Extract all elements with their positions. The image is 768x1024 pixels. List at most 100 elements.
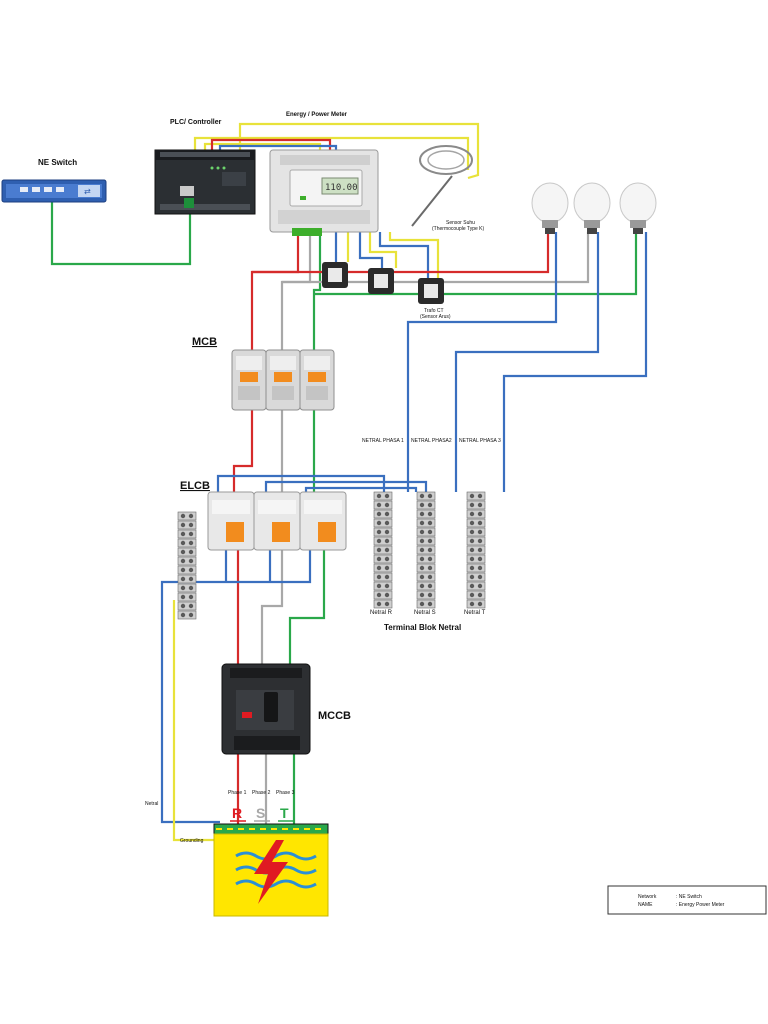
terminal-screw: [376, 592, 382, 598]
terminal-slot: [416, 563, 436, 573]
terminal-screw: [188, 558, 194, 564]
terminal-screw: [477, 538, 483, 544]
terminal-slot: [416, 491, 436, 501]
terminal-slot: [373, 563, 393, 573]
terminal-slot: [466, 518, 486, 528]
terminal-screw: [469, 547, 475, 553]
netral-phasa-2-label: NETRAL PHASA2: [411, 438, 452, 444]
terminal-slot: [466, 509, 486, 519]
terminal-screw: [384, 511, 390, 517]
terminal-slot: [177, 565, 197, 575]
terminal-screw: [180, 558, 186, 564]
terminal-slot: [177, 583, 197, 593]
terminal-screw: [188, 567, 194, 573]
terminal-block-ground: [177, 511, 197, 620]
terminal-screw: [427, 502, 433, 508]
terminal-screw: [376, 511, 382, 517]
meter-tap-green: [312, 236, 322, 350]
terminal-screw: [376, 565, 382, 571]
terminal-screw: [427, 493, 433, 499]
terminal-slot: [466, 500, 486, 510]
ne-switch: NE Switch ⇄: [1, 158, 107, 203]
energy-power-meter: Energy / Power Meter 110.00: [269, 112, 379, 236]
elcb-mccb-gray: [260, 550, 284, 664]
terminal-screw: [376, 601, 382, 607]
phase-t-letter: T: [280, 805, 289, 821]
terminal-screw: [180, 540, 186, 546]
terminal-screw: [180, 603, 186, 609]
terminal-slot: [177, 574, 197, 584]
terminal-screw: [376, 529, 382, 535]
terminal-block-netral-s: [416, 491, 436, 609]
mcb-pole-2: [265, 349, 301, 411]
terminal-screw: [188, 513, 194, 519]
trafo-ct-label: Trafo CT: [424, 308, 444, 314]
terminal-screw: [188, 540, 194, 546]
elcb-netral-2: [264, 480, 428, 492]
terminal-screw: [419, 601, 425, 607]
signal-wire-yellow-1: [193, 136, 470, 170]
terminal-screw: [376, 547, 382, 553]
terminal-screw: [188, 612, 194, 618]
terminal-slot: [177, 511, 197, 521]
terminal-screw: [419, 493, 425, 499]
terminal-screw: [376, 538, 382, 544]
terminal-slot: [373, 581, 393, 591]
lamp-2-netral: [454, 232, 600, 492]
terminal-slot: [373, 545, 393, 555]
legend-key-2: NAME: [638, 902, 653, 908]
terminal-screw: [180, 585, 186, 591]
terminal-screw: [469, 511, 475, 517]
terminal-screw: [419, 502, 425, 508]
trafo-ct-sublabel: (Sensor Arus): [420, 314, 451, 320]
ct-1: [322, 262, 348, 288]
terminal-slot: [416, 509, 436, 519]
terminal-slot: [416, 545, 436, 555]
terminal-slot: [177, 520, 197, 530]
terminal-slot: [177, 556, 197, 566]
terminal-screw: [180, 576, 186, 582]
terminal-screw: [427, 529, 433, 535]
ct-2: [368, 268, 394, 294]
mcb-elcb-red: [232, 408, 254, 492]
terminal-screw: [419, 529, 425, 535]
terminal-screw: [188, 594, 194, 600]
terminal-screw: [427, 538, 433, 544]
phase-1-label: Phase 1: [228, 790, 247, 796]
terminal-slot: [416, 590, 436, 600]
terminal-screw: [427, 601, 433, 607]
terminal-screw: [469, 529, 475, 535]
terminal-slot: [466, 590, 486, 600]
terminal-slot: [177, 538, 197, 548]
elcb-mccb-green: [288, 550, 326, 664]
terminal-screw: [427, 592, 433, 598]
terminal-screw: [469, 583, 475, 589]
wires: [50, 122, 648, 842]
terminal-screw: [427, 511, 433, 517]
ct-wire-5: [378, 232, 430, 278]
terminal-slot: [416, 554, 436, 564]
network-cable: [50, 200, 192, 266]
terminal-slot: [416, 572, 436, 582]
elcb-breakers: [207, 491, 347, 551]
elcb-out-blue-3: [160, 550, 312, 824]
terminal-screw: [477, 583, 483, 589]
terminal-screw: [376, 493, 382, 499]
ct-wire-6: [388, 232, 440, 278]
meter-tap-gray: [280, 236, 312, 350]
terminal-slot: [416, 581, 436, 591]
sensor-suhu-sublabel: (Thermocouple Type K): [432, 226, 484, 232]
elcb-unit-3: [299, 491, 347, 551]
terminal-screw: [419, 511, 425, 517]
plc-controller: PLC/ Controller: [154, 119, 256, 215]
terminal-screw: [376, 583, 382, 589]
terminal-slot: [466, 581, 486, 591]
terminal-slot: [373, 500, 393, 510]
terminal-screw: [180, 522, 186, 528]
terminal-screw: [469, 574, 475, 580]
terminal-screw: [180, 567, 186, 573]
mcb-label: MCB: [192, 336, 217, 348]
phase-3-label: Phase 3: [276, 790, 295, 796]
terminal-screw: [427, 547, 433, 553]
